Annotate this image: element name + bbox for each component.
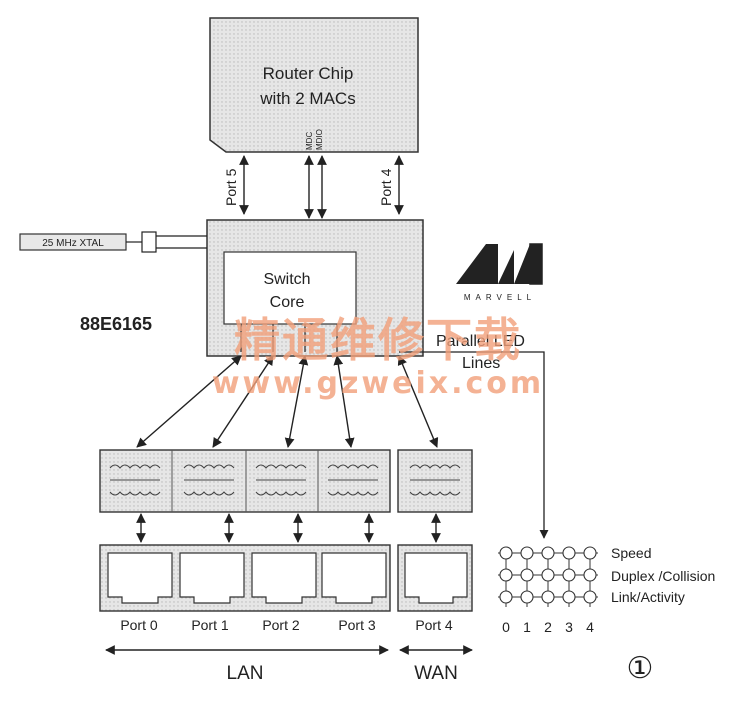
led-row-label: Link/Activity	[611, 589, 685, 605]
led-icon	[520, 546, 534, 560]
led-icon	[499, 568, 513, 582]
marvell-logo: MARVELL	[456, 243, 543, 302]
led-icon	[541, 568, 555, 582]
switch-core-box	[223, 251, 357, 325]
router-title: Router Chip	[263, 64, 354, 83]
marvell-wordmark: MARVELL	[464, 293, 536, 302]
led-matrix	[498, 546, 598, 607]
crystal: 25 MHz XTAL	[19, 231, 207, 253]
watermark-chinese: 精通维修下载	[234, 313, 522, 367]
watermark-url: www.gzweix.com	[212, 366, 544, 401]
led-icon	[583, 568, 597, 582]
figure-number: ①	[627, 652, 654, 685]
switch-core-line2: Core	[270, 294, 305, 311]
chip-part-number: 88E6165	[80, 314, 152, 334]
led-icon	[499, 546, 513, 560]
port4-label: Port 4	[378, 168, 394, 206]
port-label: Port 1	[191, 617, 229, 633]
port-label: Port 3	[338, 617, 376, 633]
led-icon	[562, 568, 576, 582]
rj45-jack-icon	[107, 552, 173, 604]
rj45-jack-icon	[321, 552, 387, 604]
transformer-coils	[109, 464, 461, 496]
port-label: Port 0	[120, 617, 158, 633]
port-label: Port 2	[262, 617, 300, 633]
mdio-label: MDIO	[315, 129, 324, 150]
led-col-label: 0	[502, 619, 510, 635]
led-col-label: 3	[565, 619, 573, 635]
led-icon	[562, 546, 576, 560]
rj45-jack-icon	[251, 552, 317, 604]
lan-label: LAN	[227, 663, 264, 684]
led-icon	[541, 546, 555, 560]
mdc-label: MDC	[305, 132, 314, 150]
led-icon	[520, 590, 534, 604]
led-icon	[583, 590, 597, 604]
magnetics-lan	[99, 449, 391, 513]
led-icon	[541, 590, 555, 604]
led-icon	[562, 590, 576, 604]
led-row-label: Speed	[611, 545, 651, 561]
led-lines-label-1: Parallel LED	[436, 333, 525, 350]
led-icon	[520, 568, 534, 582]
xtal-label: 25 MHz XTAL	[42, 238, 104, 249]
led-col-label: 2	[544, 619, 552, 635]
jack-links	[136, 513, 441, 543]
led-col-label: 4	[586, 619, 594, 635]
led-lines-arrow	[424, 351, 549, 539]
crystal-icon	[141, 231, 157, 253]
phy-links	[136, 355, 439, 448]
led-lines-label-2: Lines	[462, 355, 500, 372]
switch-core-line1: Switch	[263, 271, 310, 288]
port-label: Port 4	[415, 617, 453, 633]
led-col-label: 1	[523, 619, 531, 635]
port5-label: Port 5	[223, 168, 239, 206]
led-row-label: Duplex /Collision	[611, 568, 715, 584]
led-icon	[499, 590, 513, 604]
magnetics-wan	[397, 449, 473, 513]
router-subtitle: with 2 MACs	[259, 89, 355, 108]
wan-label: WAN	[414, 663, 458, 684]
rj45-jack-icon	[179, 552, 245, 604]
switch-chip: Switch Core	[206, 219, 424, 357]
led-icon	[583, 546, 597, 560]
rj45-jack-icon	[404, 552, 468, 604]
router-chip: Router Chip with 2 MACs MDC MDIO	[209, 17, 419, 153]
rj45-jacks	[107, 552, 468, 604]
